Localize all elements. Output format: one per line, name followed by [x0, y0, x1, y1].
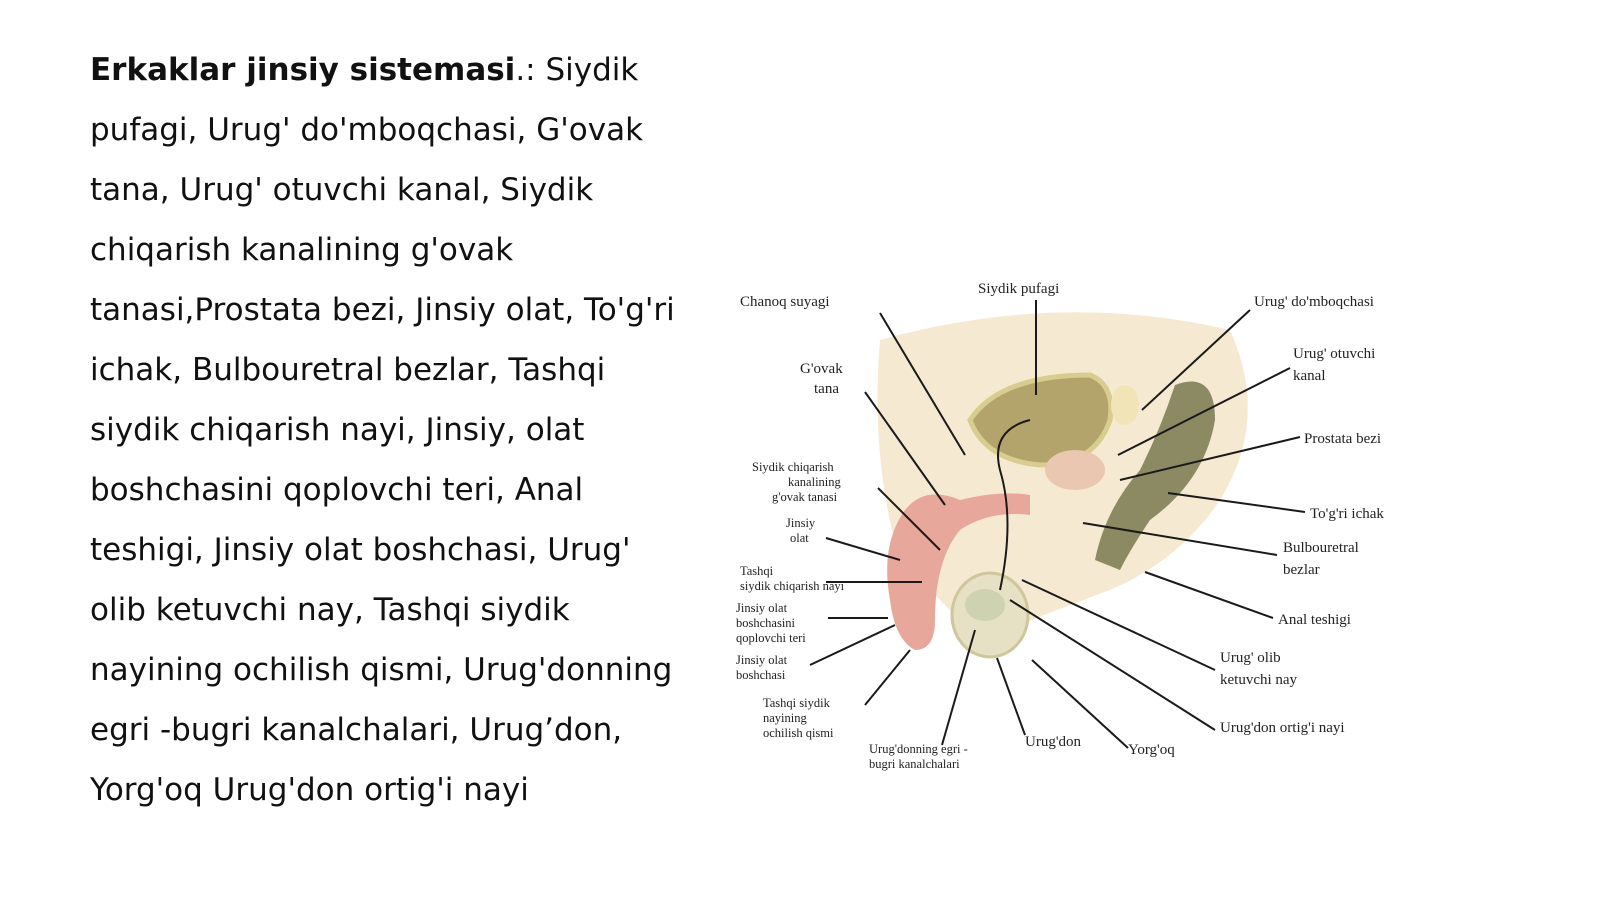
organ-list: .: Siydik pufagi, Urug' do'mboqchasi, G'…: [90, 52, 675, 808]
rectum-shape: [1095, 381, 1215, 570]
leader-line: [996, 657, 1026, 736]
leader-line: [1031, 659, 1129, 749]
label-bulbo-1: Bulbouretral: [1283, 540, 1359, 556]
label-urug-dom: Urug' do'mboqchasi: [1254, 294, 1374, 310]
label-egri-2: bugri kanalchalari: [869, 757, 960, 771]
leader-line: [1167, 492, 1306, 513]
label-kanal-3: g'ovak tanasi: [772, 490, 838, 504]
leader-line: [1117, 367, 1291, 456]
label-olib-2: ketuvchi nay: [1220, 672, 1298, 688]
label-otuvchi-2: kanal: [1293, 368, 1325, 384]
label-ochilish-3: ochilish qismi: [763, 726, 834, 740]
leader-line: [864, 649, 911, 706]
label-ochilish-1: Tashqi siydik: [763, 696, 831, 710]
leader-line: [1082, 522, 1278, 556]
label-ichak: To'g'ri ichak: [1310, 506, 1384, 522]
label-teri-3: qoplovchi teri: [736, 631, 806, 645]
leader-line: [1119, 436, 1301, 481]
label-bulbo-2: bezlar: [1283, 562, 1320, 578]
label-anal: Anal teshigi: [1278, 612, 1351, 628]
leader-line: [877, 487, 941, 551]
label-urugdon: Urug'don: [1025, 734, 1082, 750]
prostate-shape: [1045, 450, 1105, 490]
label-olat-2: olat: [790, 531, 809, 545]
leader-line: [879, 312, 966, 456]
leader-line: [864, 391, 946, 506]
label-tashqi-2: siydik chiqarish nayi: [740, 579, 845, 593]
label-olib-1: Urug' olib: [1220, 650, 1281, 666]
leader-line: [1141, 309, 1251, 411]
leader-line: [1009, 599, 1216, 731]
label-prostata: Prostata bezi: [1304, 431, 1381, 447]
label-kanal-1: Siydik chiqarish: [752, 460, 834, 474]
label-boshcha-1: Jinsiy olat: [736, 653, 788, 667]
label-boshcha-2: boshchasi: [736, 668, 786, 682]
label-olat-1: Jinsiy: [786, 516, 816, 530]
label-ochilish-2: nayining: [763, 711, 807, 725]
leader-line: [941, 629, 976, 746]
leader-line: [1144, 571, 1274, 619]
label-govak-1: G'ovak: [800, 361, 843, 377]
label-tashqi-1: Tashqi: [740, 564, 774, 578]
label-otuvchi-1: Urug' otuvchi: [1293, 346, 1375, 362]
label-govak-2: tana: [814, 381, 839, 397]
label-chanoq: Chanoq suyagi: [740, 294, 830, 310]
leader-line: [825, 537, 901, 561]
label-ortigi: Urug'don ortig'i nayi: [1220, 720, 1345, 736]
heading: Erkaklar jinsiy sistemasi: [90, 52, 516, 88]
label-teri-1: Jinsiy olat: [736, 601, 788, 615]
leader-line: [1021, 579, 1216, 671]
description-text: Erkaklar jinsiy sistemasi.: Siydik pufag…: [90, 40, 690, 820]
leader-line: [809, 624, 896, 666]
seminal-vesicle-shape: [1111, 385, 1139, 425]
label-teri-2: boshchasini: [736, 616, 796, 630]
label-siydik-pufagi: Siydik pufagi: [978, 281, 1059, 297]
epididymis-shape: [965, 589, 1005, 621]
label-yorgoq: Yorg'oq: [1128, 742, 1175, 758]
bladder-shape: [967, 372, 1114, 468]
vas-deferens-line: [997, 419, 1031, 591]
label-egri-1: Urug'donning egri -: [869, 742, 968, 756]
label-kanal-2: kanalining: [788, 475, 842, 489]
